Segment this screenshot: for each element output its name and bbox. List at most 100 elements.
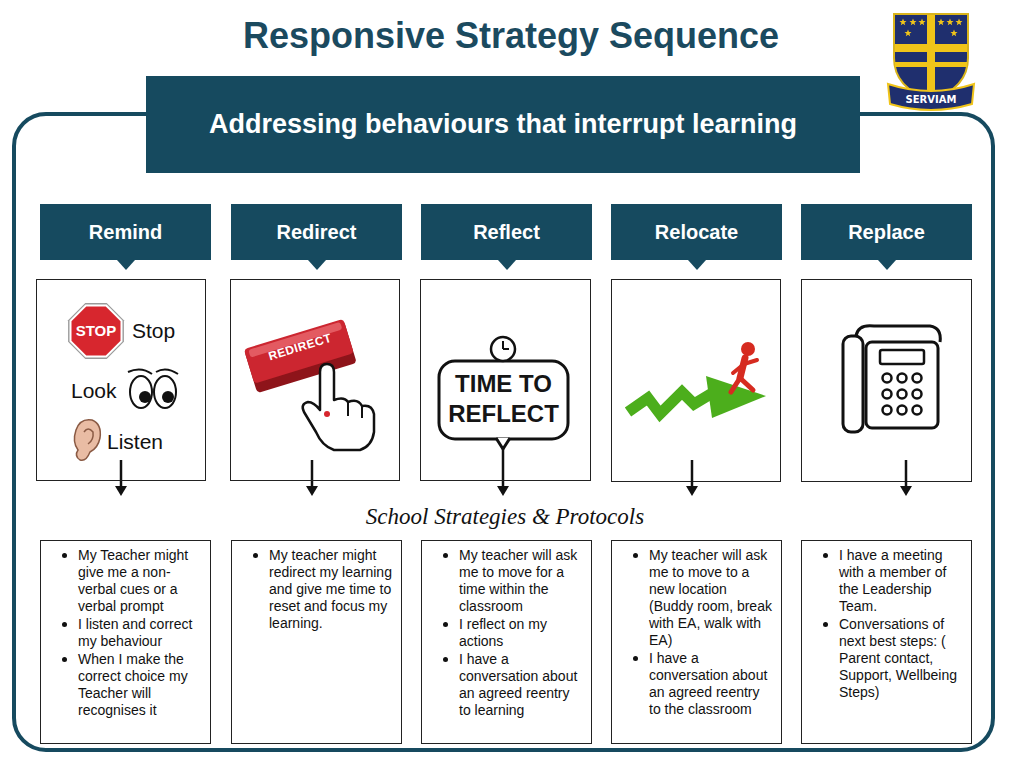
crest-star <box>910 19 917 26</box>
bullet-text: I have a meeting with a member of the Le… <box>839 547 963 615</box>
bullet-text: My teacher will ask me to move for a tim… <box>459 547 583 615</box>
step-name: Relocate <box>655 221 738 244</box>
protocol-box: My teacher will ask me to move for a tim… <box>421 540 592 744</box>
crest-stripe <box>895 62 967 67</box>
bullet-item: I reflect on my actions <box>422 616 583 650</box>
crest-motto: SERVIAM <box>895 94 967 106</box>
bullet-text: My teacher might redirect my learning an… <box>269 547 393 632</box>
phone-key <box>883 374 892 383</box>
phone-key <box>898 406 907 415</box>
arrow-head <box>115 486 127 496</box>
bullet-item: My teacher might redirect my learning an… <box>232 547 393 632</box>
step-name: Replace <box>848 221 925 244</box>
pupil <box>139 391 151 403</box>
cue-word: Look <box>71 378 127 404</box>
sequence-frame: School Strategies & Protocols Remind Redir… <box>12 112 995 752</box>
phone-key <box>898 374 907 383</box>
header-pointer <box>498 260 516 270</box>
step-header: Remind <box>40 204 211 260</box>
bullet-item: My teacher will ask me to move to a new … <box>612 547 773 649</box>
bullet-item: My teacher will ask me to move for a tim… <box>422 547 583 615</box>
speech-bubble <box>439 361 568 439</box>
protocol-box: My Teacher might give me a non-verbal cu… <box>40 540 211 744</box>
crest-star <box>919 19 926 26</box>
phone-key <box>913 374 922 383</box>
step-name: Redirect <box>276 221 356 244</box>
figure-leg <box>740 378 753 390</box>
bullet-dot <box>633 656 638 661</box>
bullet-text: I have a conversation about an agreed re… <box>459 651 583 719</box>
crest-stripe <box>895 44 967 52</box>
header-pointer <box>878 260 896 270</box>
redirect-button <box>244 319 357 393</box>
image-box: REDIRECT <box>230 279 400 481</box>
step-header: Relocate <box>611 204 782 260</box>
bullet-item: I have a meeting with a member of the Le… <box>802 547 963 615</box>
bullet-dot <box>443 622 448 627</box>
bullet-item: Conversations of next best steps: ( Pare… <box>802 616 963 701</box>
diagram-title: Responsive Strategy Sequence <box>190 14 832 58</box>
phone-handset <box>843 336 863 432</box>
eyebrow <box>156 369 178 374</box>
phone-key <box>913 406 922 415</box>
protocol-box: My teacher might redirect my learning an… <box>231 540 402 744</box>
section-heading: School Strategies & Protocols <box>345 503 665 531</box>
eye <box>130 376 152 408</box>
image-frame <box>802 280 972 482</box>
figure-arm <box>744 360 757 364</box>
image-box: TIME TO REFLECT <box>420 279 591 481</box>
clock-hand <box>502 341 504 349</box>
bullet-text: When I make the correct choice my Teache… <box>78 651 202 719</box>
protocol-box: I have a meeting with a member of the Le… <box>801 540 972 744</box>
hand-detail <box>347 402 349 416</box>
button-face <box>244 319 354 384</box>
phone-key <box>913 390 922 399</box>
step-header: Redirect <box>231 204 402 260</box>
step-header: Replace <box>801 204 972 260</box>
banner-title: Addressing behaviours that interrupt lea… <box>209 109 797 140</box>
bullet-item: When I make the correct choice my Teache… <box>41 651 202 719</box>
protocol-box: My teacher will ask me to move to a new … <box>611 540 782 744</box>
ear-icon <box>74 420 100 461</box>
bullet-dot <box>443 553 448 558</box>
bullet-dot <box>823 553 828 558</box>
down-arrow <box>691 460 694 488</box>
cue-word: Listen <box>107 429 181 455</box>
hand-cursor <box>303 364 374 450</box>
pupil <box>162 391 174 403</box>
bullet-text: Conversations of next best steps: ( Pare… <box>839 616 963 701</box>
bullet-dot <box>62 553 67 558</box>
crest-shield <box>894 14 968 100</box>
bullet-text: I have a conversation about an agreed re… <box>649 650 773 718</box>
step-header: Reflect <box>421 204 592 260</box>
bullet-dot <box>62 622 67 627</box>
clock-icon <box>491 337 515 361</box>
header-pointer <box>308 260 326 270</box>
crest-star <box>900 19 907 26</box>
bullet-item: My Teacher might give me a non-verbal cu… <box>41 547 202 615</box>
phone-top <box>856 326 940 342</box>
growth-arrow-head <box>706 376 766 418</box>
bubble-tail <box>496 438 510 449</box>
click-dot <box>324 411 330 417</box>
bullet-dot <box>253 553 258 558</box>
growth-arrow <box>628 392 714 414</box>
sign-text: STOP <box>68 321 124 341</box>
bullet-text: My Teacher might give me a non-verbal cu… <box>78 547 202 615</box>
phone-body <box>866 342 938 428</box>
bullet-dot <box>633 553 638 558</box>
bullet-item: I have a conversation about an agreed re… <box>612 650 773 718</box>
bullet-item: I have a conversation about an agreed re… <box>422 651 583 719</box>
stop-sign-rim <box>68 303 124 359</box>
header-pointer <box>688 260 706 270</box>
down-arrow <box>120 460 123 488</box>
bullet-dot <box>62 657 67 662</box>
down-arrow <box>311 460 314 488</box>
phone-key <box>898 390 907 399</box>
phone-key <box>883 406 892 415</box>
bullet-dot <box>823 622 828 627</box>
header-pointer <box>117 260 135 270</box>
figure-head <box>741 342 755 356</box>
arrow-head <box>497 486 509 496</box>
